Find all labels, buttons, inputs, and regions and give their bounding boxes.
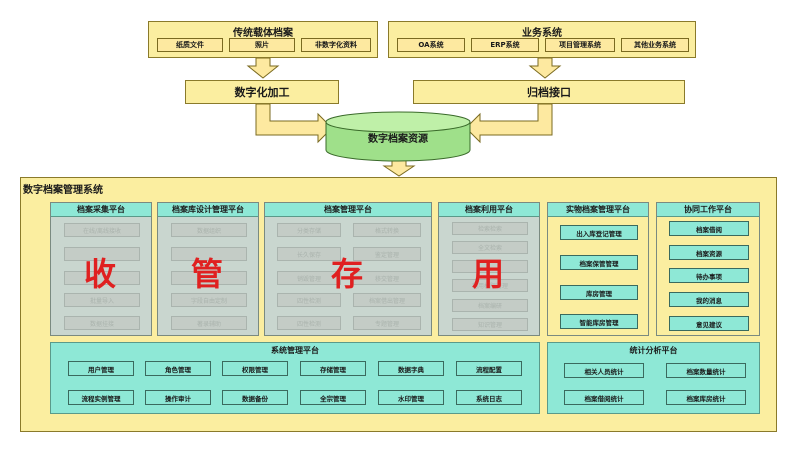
design-item-4: 字段自由定制 — [171, 293, 247, 307]
physical-platform-title: 实物档案管理平台 — [548, 203, 648, 217]
collab-item-1: 档案借阅 — [669, 221, 749, 236]
system-item-4: 存储管理 — [300, 361, 366, 376]
use-platform-title: 档案利用平台 — [439, 203, 539, 217]
collab-item-4: 我的消息 — [669, 292, 749, 307]
collect-item-5: 数据挂接 — [64, 316, 140, 330]
collab-platform-title: 协同工作平台 — [657, 203, 759, 217]
manage-left-2: 长久保存 — [277, 247, 341, 261]
manage-right-3: 移交管理 — [353, 271, 421, 285]
collect-item-1: 在线/离线接收 — [64, 223, 140, 237]
business-item-pm: 项目管理系统 — [545, 38, 615, 52]
collect-platform: 档案采集平台 在线/离线接收 批量导入 数据挂接 收 — [50, 202, 152, 336]
collab-platform: 协同工作平台 档案借阅 档案资源 待办事项 我的消息 意见建议 — [656, 202, 760, 336]
design-item-3 — [171, 271, 247, 285]
stats-item-1: 相关人员统计 — [564, 363, 644, 378]
use-item-5: 档案编研 — [452, 299, 528, 312]
use-item-6: 知识管理 — [452, 318, 528, 331]
physical-platform: 实物档案管理平台 出入库登记管理 档案保管管理 库房管理 智能库房管理 — [547, 202, 649, 336]
business-systems-title: 业务系统 — [522, 28, 562, 39]
physical-item-2: 档案保管管理 — [560, 255, 638, 270]
manage-big-char: 存 — [331, 255, 364, 293]
manage-left-1: 分类存储 — [277, 223, 341, 237]
manage-left-5: 四性检测 — [277, 316, 341, 330]
manage-left-3: 销毁管理 — [277, 271, 341, 285]
manage-left-4: 四性检测 — [277, 293, 341, 307]
traditional-archives-title: 传统载体档案 — [233, 28, 293, 39]
collab-item-5: 意见建议 — [669, 316, 749, 331]
business-systems-box: 业务系统 OA系统 ERP系统 项目管理系统 其他业务系统 — [388, 21, 696, 58]
stats-item-3: 档案借阅统计 — [564, 390, 644, 405]
system-item-9: 数据备份 — [222, 390, 288, 405]
archive-interface-box: 归档接口 — [413, 80, 685, 104]
use-item-2: 全文检索 — [452, 241, 528, 254]
system-item-5: 数据字典 — [378, 361, 444, 376]
design-platform-title: 档案库设计管理平台 — [158, 203, 258, 217]
physical-item-3: 库房管理 — [560, 285, 638, 300]
physical-item-1: 出入库登记管理 — [560, 225, 638, 240]
business-item-oa: OA系统 — [397, 38, 465, 52]
collect-item-4: 批量导入 — [64, 293, 140, 307]
archive-resource-database-icon — [325, 111, 471, 162]
stats-item-4: 档案库房统计 — [666, 390, 746, 405]
system-item-1: 用户管理 — [68, 361, 134, 376]
design-item-1: 数据组织 — [171, 223, 247, 237]
system-item-12: 系统日志 — [456, 390, 522, 405]
collect-item-2 — [64, 247, 140, 261]
stats-platform: 统计分析平台 相关人员统计 档案数量统计 档案借阅统计 档案库房统计 — [547, 342, 760, 414]
system-item-11: 水印管理 — [378, 390, 444, 405]
design-item-2 — [171, 247, 247, 261]
manage-right-4: 档案借出管理 — [353, 293, 421, 307]
design-item-5: 著录辅助 — [171, 316, 247, 330]
collab-item-2: 档案资源 — [669, 245, 749, 260]
system-item-8: 操作审计 — [145, 390, 211, 405]
stats-platform-title: 统计分析平台 — [548, 343, 759, 357]
system-item-3: 权限管理 — [222, 361, 288, 376]
business-item-erp: ERP系统 — [471, 38, 539, 52]
manage-right-5: 专题管理 — [353, 316, 421, 330]
use-item-4: 利用权限管理 — [452, 279, 528, 292]
collect-item-3 — [64, 271, 140, 285]
stats-item-2: 档案数量统计 — [666, 363, 746, 378]
business-item-other: 其他业务系统 — [621, 38, 689, 52]
use-big-char: 用 — [472, 255, 505, 293]
use-item-1: 检索检索 — [452, 222, 528, 235]
system-item-10: 全宗管理 — [300, 390, 366, 405]
use-item-3 — [452, 260, 528, 273]
system-item-6: 流程配置 — [456, 361, 522, 376]
manage-right-2: 鉴定管理 — [353, 247, 421, 261]
traditional-item-paper: 纸质文件 — [157, 38, 223, 52]
design-big-char: 管 — [191, 255, 224, 293]
collect-platform-title: 档案采集平台 — [51, 203, 151, 217]
system-title: 数字档案管理系统 — [23, 185, 103, 196]
design-platform: 档案库设计管理平台 数据组织 字段自由定制 著录辅助 管 — [157, 202, 259, 336]
system-mgmt-title: 系统管理平台 — [51, 343, 539, 357]
use-platform: 档案利用平台 检索检索 全文检索 利用权限管理 档案编研 知识管理 用 — [438, 202, 540, 336]
collect-big-char: 收 — [84, 255, 117, 293]
manage-right-1: 格式转换 — [353, 223, 421, 237]
system-item-7: 流程实例管理 — [68, 390, 134, 405]
manage-platform-title: 档案管理平台 — [265, 203, 431, 217]
manage-platform: 档案管理平台 分类存储 长久保存 销毁管理 四性检测 四性检测 格式转换 鉴定管… — [264, 202, 432, 336]
system-item-2: 角色管理 — [145, 361, 211, 376]
collab-item-3: 待办事项 — [669, 268, 749, 283]
traditional-item-photo: 照片 — [229, 38, 295, 52]
traditional-item-nondigital: 非数字化资料 — [301, 38, 371, 52]
physical-item-4: 智能库房管理 — [560, 314, 638, 329]
digitize-processing-box: 数字化加工 — [185, 80, 339, 104]
archive-resource-label: 数字档案资源 — [368, 134, 428, 145]
system-mgmt-platform: 系统管理平台 用户管理 角色管理 权限管理 存储管理 数据字典 流程配置 流程实… — [50, 342, 540, 414]
traditional-archives-box: 传统载体档案 纸质文件 照片 非数字化资料 — [148, 21, 378, 58]
